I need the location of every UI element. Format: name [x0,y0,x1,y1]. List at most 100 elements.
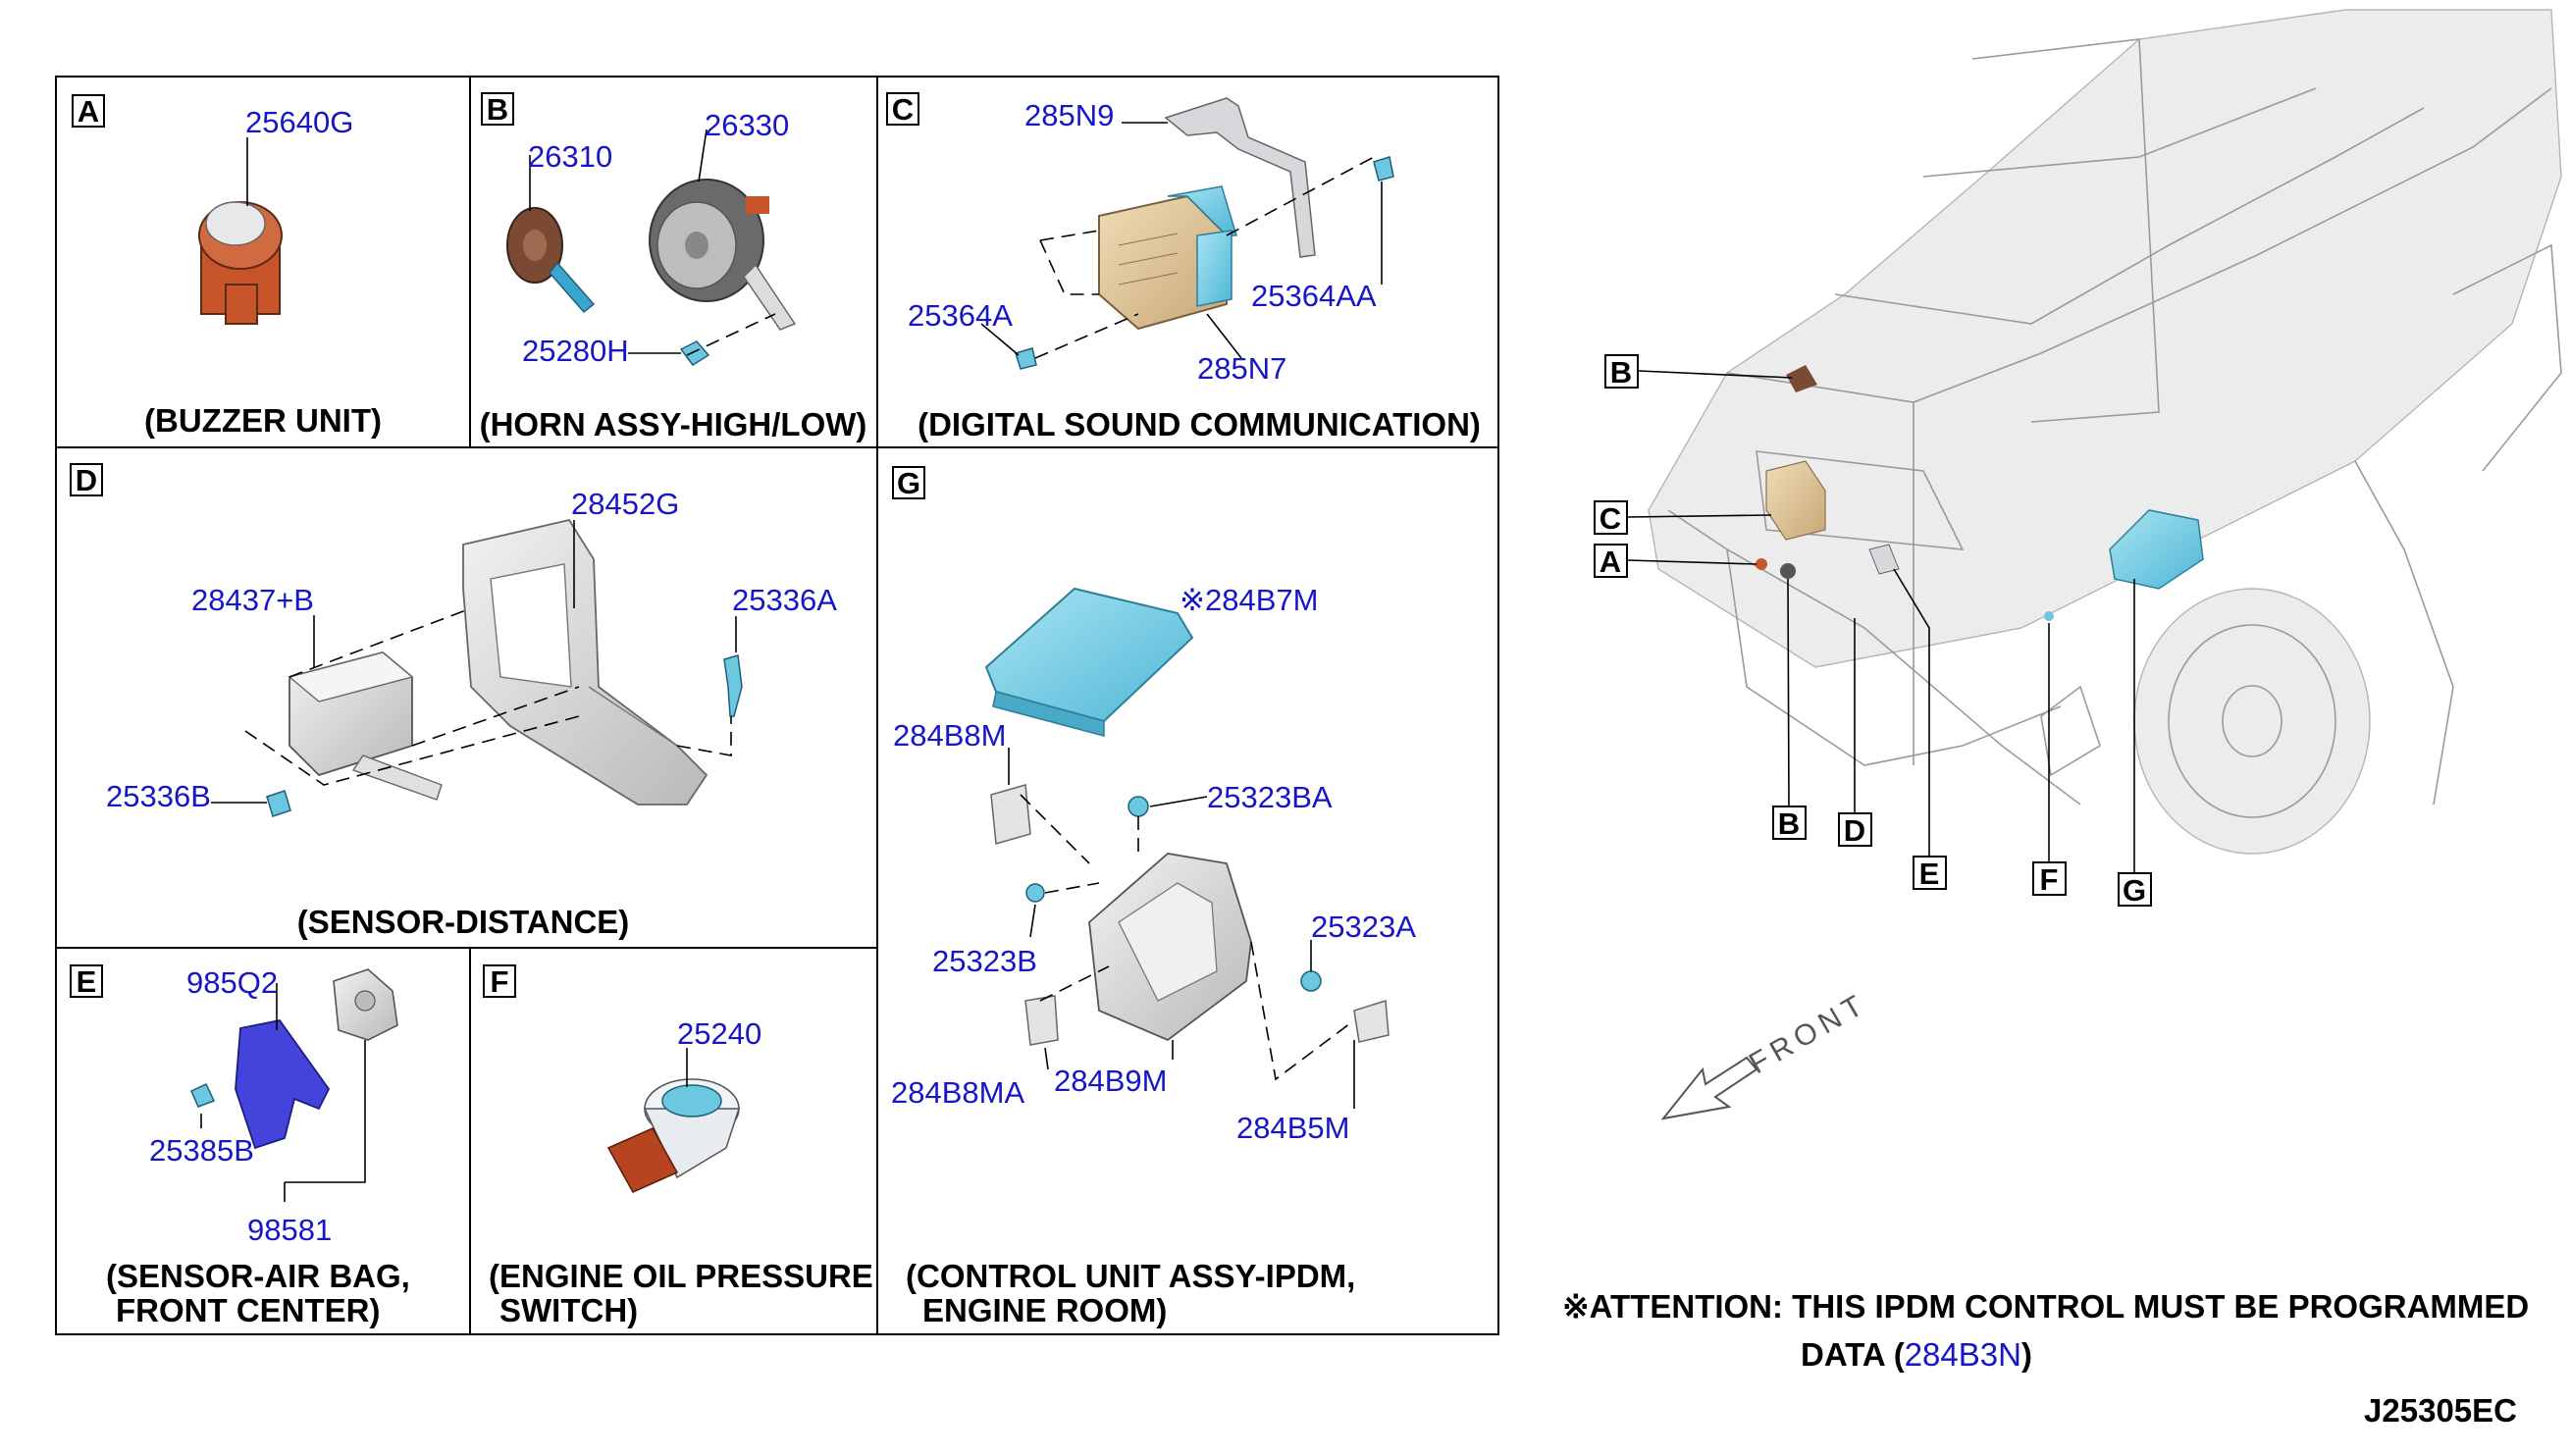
attention-prefix: DATA ( [1801,1336,1905,1373]
bracket-lower-illustration [1024,995,1059,1046]
leader-line [1627,514,1772,518]
part-number: 25364AA [1251,279,1377,313]
panel-a: A 25640G (BUZZER UNIT) [72,94,382,439]
panel-letter-box [70,964,103,998]
part-number: 25364A [908,298,1013,333]
vehicle-locator: B C A B D E F G FRONT [1594,9,2562,1120]
attention-note: ※ATTENTION: THIS IPDM CONTROL MUST BE PR… [1562,1288,2529,1373]
panel-letter: B [487,92,508,127]
panel-caption: FRONT CENTER) [116,1292,380,1328]
part-number: 284B9M [1054,1064,1167,1098]
panel-e: E 985Q2 25385B 98581 (SENSOR-AIR BAG, FR… [70,964,410,1328]
panel-letter: G [897,466,920,500]
locator-letter: D [1844,813,1865,848]
horn-low-illustration [506,207,596,314]
panel-caption: (BUZZER UNIT) [144,402,382,439]
part-number: 28437+B [191,583,314,617]
horn-high-illustration [649,179,797,331]
panel-letter-box [483,964,516,998]
locator-letter-box [1604,354,1639,389]
horn-marker [1786,365,1817,392]
leader-line [284,1040,366,1202]
part-number: 285N9 [1024,98,1114,132]
panel-b: B 26310 26330 25280H (HORN ASSY-HIGH/LOW… [480,92,867,442]
panel-letter-box [892,466,925,499]
locator-letter-box [1594,500,1628,535]
locator-letter: B [1778,806,1800,841]
panel-g: G ※284B7M 284B8M 25323BA 25323B 25323A 2… [891,466,1416,1328]
clip-illustration [1128,796,1149,817]
attention-suffix: ) [2021,1336,2032,1373]
bolt-illustration [679,340,710,367]
locator-letter: G [2123,873,2146,908]
horn-lower-marker [1780,563,1796,579]
panel-caption: (SENSOR-AIR BAG, [106,1258,410,1294]
locator-letter-box [1594,544,1628,578]
attention-part-number: 284B3N [1905,1336,2021,1373]
assembly-line [1226,156,1375,236]
leader-line [1638,370,1793,379]
leader-line [1787,578,1790,807]
airbag-sensor-illustration [333,968,398,1041]
sensor-bracket-illustration [235,1019,331,1150]
airbag-sensor-marker [1868,544,1900,575]
panel-letter-box [72,94,105,128]
leader-line [1044,1047,1049,1070]
part-number: ※284B7M [1180,583,1318,617]
panel-caption: SWITCH) [499,1292,638,1328]
part-number: 25336A [732,583,837,617]
locator-letter: C [1600,501,1621,536]
panel-caption: (DIGITAL SOUND COMMUNICATION) [918,406,1481,442]
vehicle-illustration [1648,9,2562,855]
part-number: 285N7 [1197,351,1286,386]
locator-letter: F [2040,862,2059,897]
part-number: 26330 [705,108,789,142]
locator-letter: E [1919,857,1940,891]
sound-unit-illustration [1098,185,1238,331]
panel-letter: D [76,463,97,497]
assembly-line [1034,313,1139,359]
panel-caption: (HORN ASSY-HIGH/LOW) [480,406,867,442]
part-number: 25323B [932,944,1037,978]
screw-illustration [1373,156,1394,182]
panel-caption: (SENSOR-DISTANCE) [297,904,630,940]
part-number: 985Q2 [186,965,278,1000]
part-number: 25240 [677,1016,761,1051]
assembly-line [244,607,732,786]
assembly-line [686,313,776,356]
ipdm-housing-illustration [1088,853,1252,1042]
clip-illustration [1300,970,1322,992]
panel-f: F 25240 (ENGINE OIL PRESSURE SWITCH) [483,964,873,1328]
leader-line [1206,313,1242,359]
bracket-upper-illustration [990,784,1031,845]
locator-letter: B [1610,355,1632,390]
part-number: 284B8MA [891,1075,1024,1110]
drawing-code: J25305EC [2364,1392,2517,1429]
panel-letter-box [70,463,103,496]
attention-line-1: ※ATTENTION: THIS IPDM CONTROL MUST BE PR… [1562,1288,2529,1325]
panel-grid [55,76,1499,1335]
part-number: 284B8M [893,718,1006,753]
mounting-bracket-illustration [462,518,708,806]
part-number: 25385B [149,1133,254,1168]
panel-letter-box [481,92,514,126]
nut-illustration [266,790,291,817]
part-number: 25323A [1311,910,1416,944]
sound-unit-marker [1765,460,1826,541]
assembly-line [1020,794,1355,1081]
oil-pressure-switch-illustration [606,1078,741,1194]
panel-caption: (ENGINE OIL PRESSURE [489,1258,873,1294]
leader-line [1149,796,1208,807]
part-number: 25640G [245,105,353,139]
part-number: 25323BA [1207,780,1333,814]
panel-d: D 28452G 28437+B 25336A 25336B (SENSOR-D… [70,463,837,940]
locator-letter-box [1772,806,1807,840]
oil-switch-marker [2044,611,2054,621]
bolt-illustration [723,654,743,717]
front-direction-label: FRONT [1744,987,1873,1080]
attention-line-2: DATA (284B3N) [1801,1336,2032,1373]
panel-caption: ENGINE ROOM) [922,1292,1167,1328]
leader-line [1029,904,1036,938]
bracket-side-illustration [1353,1000,1390,1043]
